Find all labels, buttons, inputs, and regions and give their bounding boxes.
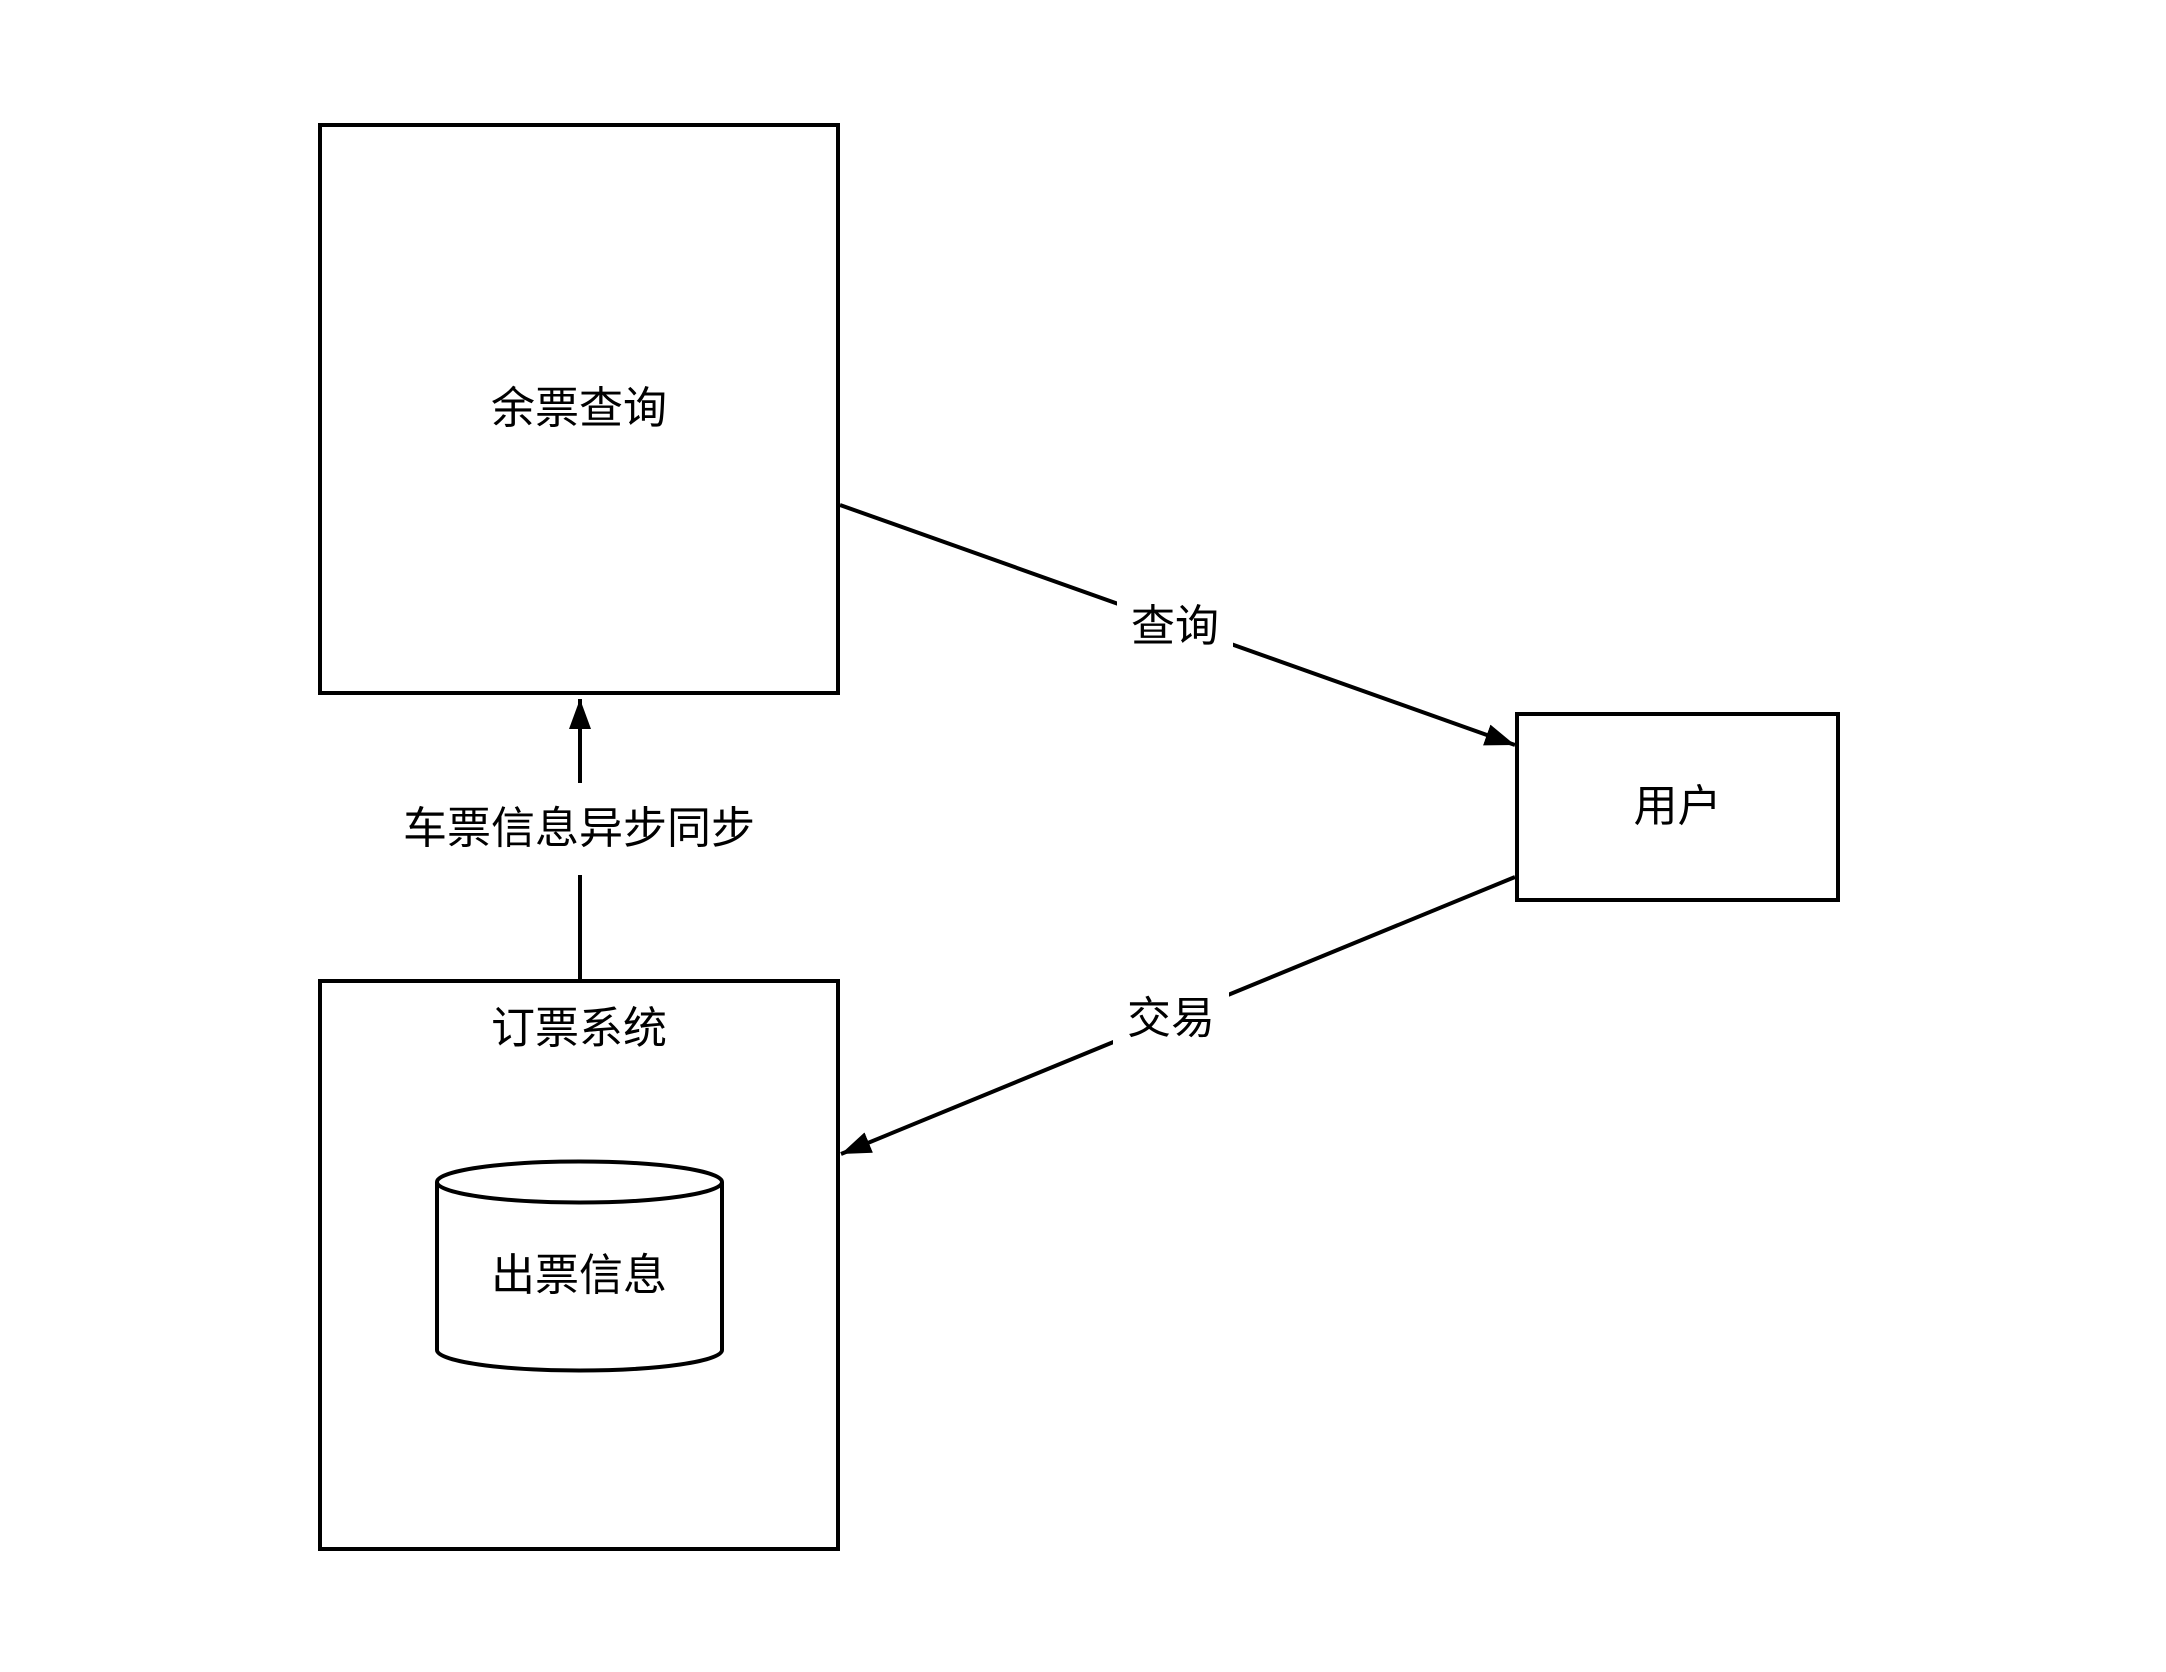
edge-transaction-label: 交易 [1113, 989, 1229, 1049]
node-remaining-ticket-query-label: 余票查询 [491, 384, 667, 433]
edge-sync-label: 车票信息异步同步 [391, 783, 767, 875]
database-label: 出票信息 [491, 1251, 667, 1300]
edge-query-label: 查询 [1117, 597, 1233, 657]
database-cylinder-icon [435, 1159, 724, 1373]
node-user: 用户 [1515, 712, 1840, 902]
database-cylinder-body [435, 1182, 724, 1373]
node-booking-system-label: 订票系统 [491, 1004, 667, 1053]
node-booking-system: 订票系统 [318, 979, 840, 1551]
database-cylinder-top [435, 1159, 724, 1205]
node-user-label: 用户 [1633, 782, 1722, 831]
node-remaining-ticket-query: 余票查询 [318, 123, 840, 695]
